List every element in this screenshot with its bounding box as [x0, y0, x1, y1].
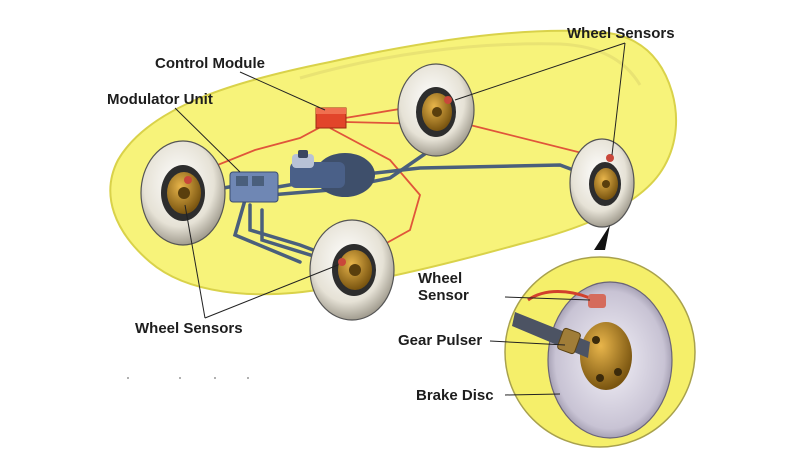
wheel-sensors-top-label: Wheel Sensors — [567, 25, 675, 42]
control-module — [315, 107, 347, 129]
wheel-sensor-line1-label: Wheel — [418, 270, 463, 287]
wheel-sensors-bottom-label: Wheel Sensors — [135, 320, 243, 337]
front-right-wheel — [309, 219, 395, 321]
leader-lines — [174, 42, 626, 396]
brake-disc-label: Brake Disc — [416, 387, 494, 404]
control-module-label: Control Module — [155, 55, 265, 72]
gear-pulser-label: Gear Pulser — [398, 332, 483, 349]
car-window-line — [299, 42, 642, 86]
wheel-sensor-line2-label: Sensor — [418, 287, 469, 304]
front-left-wheel — [140, 140, 226, 246]
modulator-unit — [229, 171, 279, 203]
inset-detail — [504, 256, 696, 448]
modulator-unit-label: Modulator Unit — [107, 91, 213, 108]
bottom-marks — [127, 377, 249, 379]
rear-right-wheel — [569, 138, 635, 228]
rear-left-wheel — [397, 63, 475, 157]
brake-booster — [290, 150, 375, 197]
inset-callout — [594, 225, 610, 250]
